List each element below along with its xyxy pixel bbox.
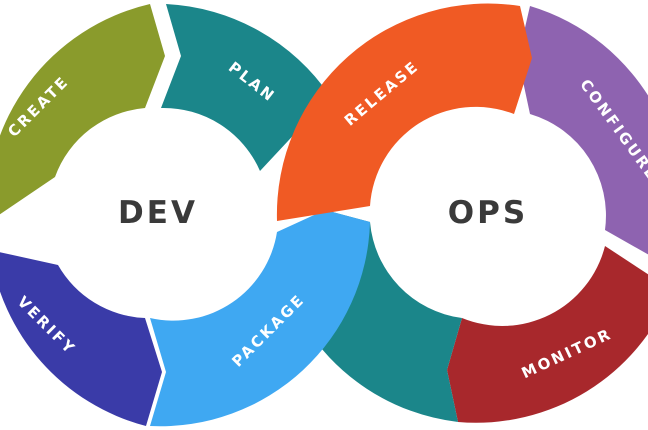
hub-label-dev: DEV	[118, 195, 198, 231]
segment-plan	[161, 4, 330, 171]
segment-create	[0, 4, 165, 215]
hub-label-ops: OPS	[448, 195, 528, 231]
segment-verify	[0, 252, 162, 426]
segment-configure	[518, 6, 648, 255]
segment-release	[276, 3, 532, 221]
segment-monitor	[447, 246, 648, 423]
segment-package	[150, 210, 370, 427]
